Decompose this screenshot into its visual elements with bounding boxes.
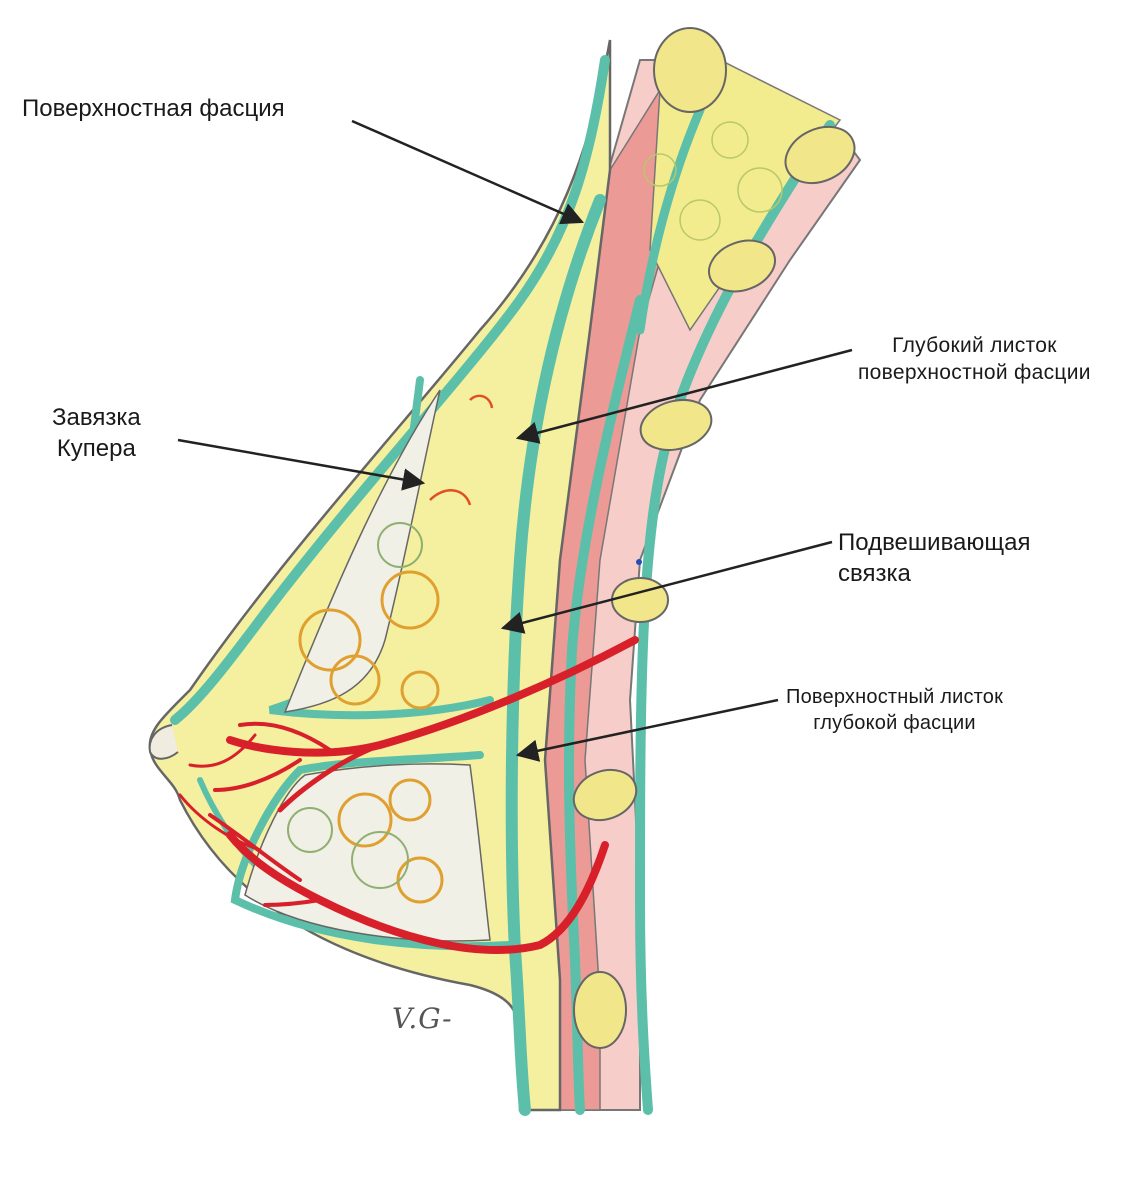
arrow-cooper-ligament: [177, 438, 426, 491]
fat-texture: [643, 121, 783, 241]
label-arrows: [177, 119, 853, 762]
label-suspensory-line2: связка: [838, 560, 911, 588]
label-suspensory-line1: Подвешивающая: [838, 529, 1031, 556]
label-superficial-layer-line2: глубокой фасции: [813, 712, 976, 734]
arteries: [178, 636, 639, 954]
label-superficial-layer-deep-fascia: Поверхностный листок глубокой фасции: [786, 684, 1003, 736]
label-cooper-ligament-line2: Купера: [56, 435, 136, 463]
nipple: [148, 724, 179, 760]
label-suspensory-ligament: Подвешивающая связка: [838, 527, 1030, 589]
label-cooper-ligament-line1: Завязка: [52, 404, 141, 431]
label-superficial-layer-line1: Поверхностный листок: [786, 686, 1004, 708]
label-deep-layer-line1: Глубокий листок: [892, 334, 1057, 357]
marker-dot: [636, 559, 642, 565]
label-deep-layer-line2: поверхностной фасции: [858, 361, 1091, 385]
arrow-suspensory: [500, 540, 833, 634]
arrow-superficial-fascia: [351, 119, 585, 225]
label-superficial-fascia: Поверхностная фасция: [22, 95, 285, 122]
arrow-deep-layer: [515, 348, 853, 444]
artist-signature: V.G-: [392, 1002, 453, 1035]
label-cooper-ligament: Завязка Купера: [52, 402, 141, 464]
fat-lobules: [572, 27, 856, 1049]
label-deep-layer-superficial-fascia: Глубокий листок поверхностной фасции: [858, 332, 1091, 387]
arrow-superficial-layer: [515, 698, 779, 762]
